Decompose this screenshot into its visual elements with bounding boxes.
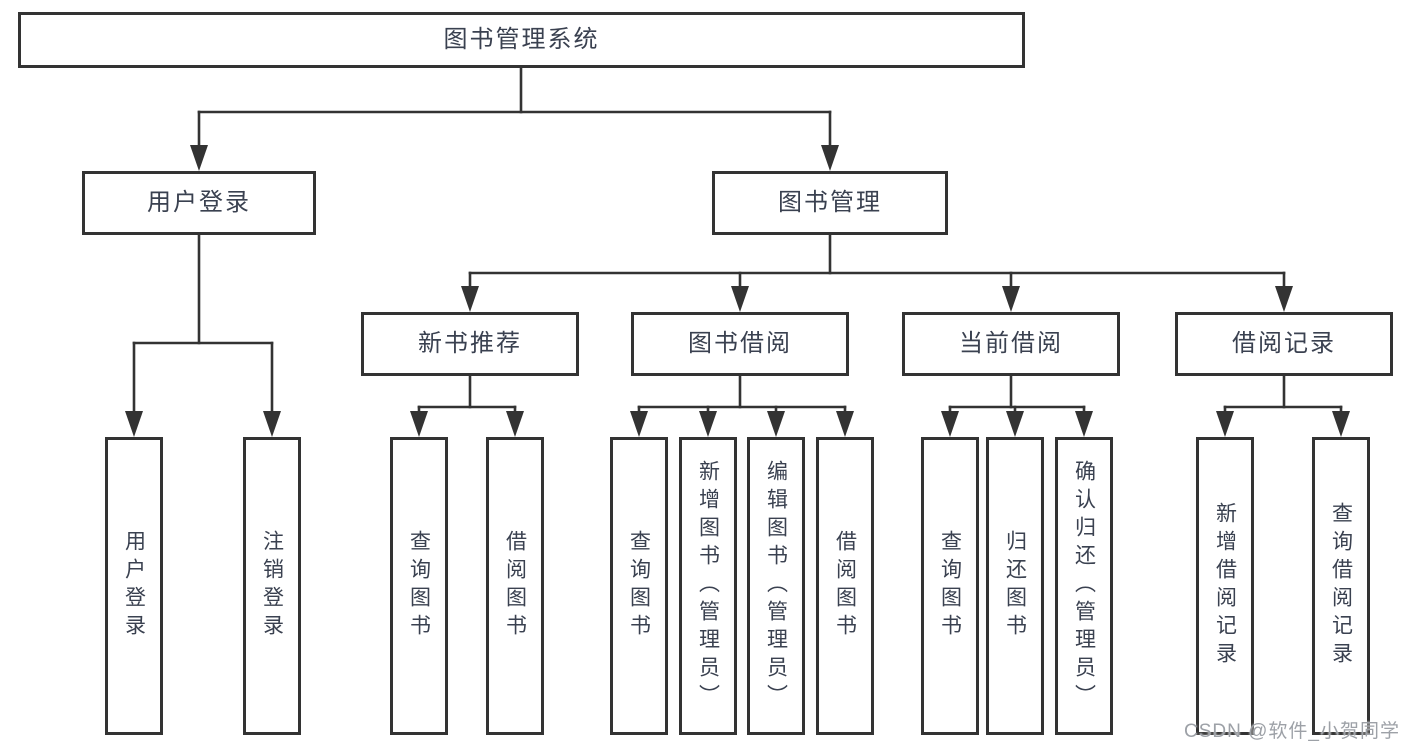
leaf-edit-books-admin: 编辑图书（管理员）: [747, 437, 805, 735]
node-user-login: 用户登录: [82, 171, 316, 235]
node-book-management: 图书管理: [712, 171, 948, 235]
node-library-management-system: 图书管理系统: [18, 12, 1025, 68]
leaf-query-books-current: 查询图书: [921, 437, 979, 735]
leaf-confirm-return-admin: 确认归还（管理员）: [1055, 437, 1113, 735]
node-borrowing-records: 借阅记录: [1175, 312, 1393, 376]
leaf-logout: 注销登录: [243, 437, 301, 735]
leaf-query-books-borrowing: 查询图书: [610, 437, 668, 735]
leaf-borrow-books-newbook: 借阅图书: [486, 437, 544, 735]
leaf-query-books-newbook: 查询图书: [390, 437, 448, 735]
leaf-return-books: 归还图书: [986, 437, 1044, 735]
csdn-watermark: CSDN @软件_小贺同学: [1184, 721, 1400, 742]
node-book-borrowing: 图书借阅: [631, 312, 849, 376]
leaf-user-login: 用户登录: [105, 437, 163, 735]
leaf-query-borrow-record: 查询借阅记录: [1312, 437, 1370, 735]
leaf-add-books-admin: 新增图书（管理员）: [679, 437, 737, 735]
node-new-book-recommendation: 新书推荐: [361, 312, 579, 376]
leaf-borrow-books-borrowing: 借阅图书: [816, 437, 874, 735]
node-current-borrowing: 当前借阅: [902, 312, 1120, 376]
leaf-add-borrow-record: 新增借阅记录: [1196, 437, 1254, 735]
